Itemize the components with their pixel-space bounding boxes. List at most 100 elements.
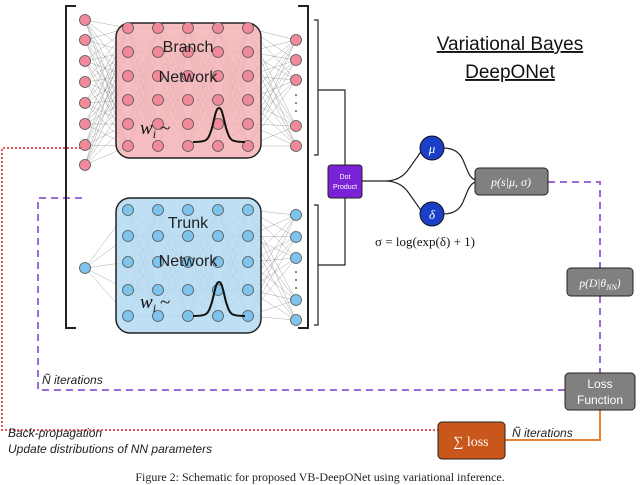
left-bracket [65,5,76,329]
delta-label: δ [429,207,436,222]
branch-node [182,46,194,58]
trunk-node [182,230,194,242]
trunk-node [290,231,302,243]
branch-output-bracket [314,19,319,156]
dot-product-label-2: Product [333,184,357,191]
branch-node [79,14,91,26]
branch-node [79,34,91,46]
trunk-to-dot-line [318,198,346,266]
title-line-1: Variational Bayes [437,34,583,55]
branch-node [242,140,254,152]
branch-node [242,118,254,130]
right-bracket [298,5,309,329]
branch-node [79,159,91,171]
trunk-node [212,230,224,242]
loss-function-box [564,372,636,411]
orange-loss-line [505,410,601,441]
ellipsis-dot [295,279,297,281]
posterior-label: p(s|μ, σ) [490,175,531,189]
trunk-node [122,256,134,268]
trunk-node [242,284,254,296]
branch-node [290,54,302,66]
trunk-node [122,204,134,216]
branch-label-1: Branch [163,39,214,56]
dot-product-label-1: Dot [340,174,351,181]
trunk-node [182,310,194,322]
branch-node [152,140,164,152]
branch-node [290,34,302,46]
ellipsis-dot [295,271,297,273]
red-feedback-line [1,147,438,431]
trunk-node [152,256,164,268]
trunk-node [290,209,302,221]
ellipsis-dot [295,102,297,104]
branch-node [152,70,164,82]
trunk-node [182,204,194,216]
branch-node [242,70,254,82]
trunk-node [242,204,254,216]
branch-node [122,22,134,34]
branch-node [152,94,164,106]
branch-node [122,118,134,130]
branch-node [290,120,302,132]
trunk-node [152,230,164,242]
branch-to-dot-line [318,89,346,165]
branch-node [242,46,254,58]
branch-node [290,74,302,86]
branch-node [152,46,164,58]
trunk-node [152,284,164,296]
trunk-node [122,230,134,242]
branch-node [182,118,194,130]
loss-function-label-2: Function [577,393,623,407]
trunk-node [79,262,91,274]
ellipsis-dot [295,110,297,112]
dot-product-box [327,164,363,199]
trunk-output-bracket [314,204,319,326]
mu-node [419,135,445,161]
trunk-node [242,256,254,268]
trunk-node [212,256,224,268]
merge-lines [442,147,481,215]
branch-node [242,22,254,34]
trunk-weight-label: wi~ [140,292,170,315]
backprop-label: Back-propagation [8,426,102,440]
branch-node [122,140,134,152]
trunk-label-2: Network [159,253,219,270]
branch-node [79,76,91,88]
branch-node [152,22,164,34]
figure-caption: Figure 2: Schematic for proposed VB-Deep… [135,470,505,484]
network-nodes [79,14,302,326]
branch-node [122,46,134,58]
trunk-node [182,284,194,296]
branch-node [242,94,254,106]
trunk-node [212,310,224,322]
branch-weight-label: wi~ [140,118,170,141]
ellipsis-dot [295,287,297,289]
trunk-node [290,314,302,326]
iterations-left-label: Ñ iterations [42,373,103,387]
trunk-node [122,310,134,322]
sum-loss-label: ∑ loss [453,435,488,450]
branch-gaussian-icon [192,106,246,143]
trunk-node [182,256,194,268]
trunk-node [122,284,134,296]
branch-node [152,118,164,130]
branch-node [182,70,194,82]
loss-function-label-1: Loss [587,377,612,391]
trunk-node [212,204,224,216]
purple-loop-line [548,181,601,268]
branch-node [79,55,91,67]
sum-loss-box [437,421,506,460]
iterations-bottom-label: Ñ iterations [512,426,573,440]
trunk-node [152,204,164,216]
branch-node [79,97,91,109]
branch-label-2: Network [159,69,219,86]
trunk-gaussian-icon [192,280,246,317]
branch-node [182,22,194,34]
trunk-node [290,252,302,264]
branch-node [79,118,91,130]
delta-node [419,201,445,227]
branch-node [212,22,224,34]
branch-node [290,140,302,152]
